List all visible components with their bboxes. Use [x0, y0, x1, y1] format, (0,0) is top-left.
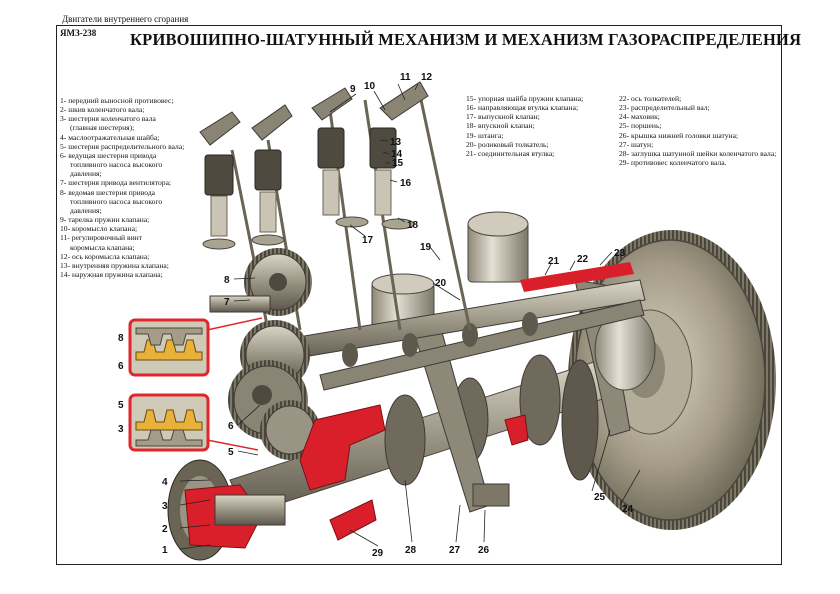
legend-entry: 24- маховик; [619, 112, 660, 122]
callout-16: 16 [400, 178, 412, 189]
valve-train [199, 81, 429, 250]
callout-17: 17 [362, 235, 374, 246]
legend-entry: 20- роликовый толкатель; [466, 139, 549, 149]
callout-10: 10 [364, 81, 376, 92]
callout-19: 19 [420, 242, 432, 253]
legend-entry: топливного насоса высокого [70, 160, 163, 170]
legend-entry: 25- поршень; [619, 121, 662, 131]
legend-left: 1- передний выносной противовес;2- шкив … [60, 96, 184, 279]
legend-entry: 1- передний выносной противовес; [60, 96, 174, 105]
legend-entry: 12- ось коромысла клапана; [60, 251, 150, 261]
legend-entry: 7- шестерня привода вентилятора; [60, 178, 172, 188]
top-caption: Двигатели внутреннего сгорания [62, 14, 189, 24]
callout-5: 5 [228, 447, 234, 458]
legend-entry: 5- шестерня распределительного вала; [60, 141, 185, 151]
legend-entry: 17- выпускной клапан; [466, 112, 540, 122]
poster-frame [56, 25, 782, 565]
crank-cutaway [299, 404, 529, 541]
engine-model: ЯМЗ-238 [60, 28, 97, 38]
legend-entry: 27- шатун; [619, 139, 654, 149]
legend-entry: 22- ось толкателей; [619, 94, 682, 103]
callout-21: 21 [548, 256, 560, 267]
gear-mesh-inset-upper [128, 317, 263, 377]
legend-entry: 26- крышка нижней головки шатуна; [619, 130, 739, 140]
callout-12: 12 [421, 72, 433, 83]
legend-entry: 23- распределительный вал; [619, 103, 710, 113]
callout-26: 26 [478, 545, 490, 556]
legend-entry: 21- соединительная втулка; [466, 148, 555, 158]
callout-18: 18 [407, 220, 419, 231]
inset-callout-8: 8 [118, 333, 124, 344]
legend-entry: 8- ведомая шестерня привода [60, 187, 156, 197]
callout-6: 6 [228, 421, 234, 432]
callout-11: 11 [400, 72, 411, 83]
legend-entry: 16- направляющая втулка клапана; [466, 103, 579, 113]
callout-numbers: 1 2 3 4 5 6 7 8 9 10 11 12 13 14 15 16 1… [118, 72, 634, 559]
legend-entry: давления; [70, 169, 102, 179]
legend-entry: 2- шкив коленчатого вала; [60, 105, 145, 115]
legend-entry: 10- коромысло клапана; [60, 224, 138, 234]
callout-24: 24 [622, 504, 634, 515]
legend-entry: (главная шестерня); [70, 123, 135, 133]
callout-27: 27 [449, 545, 461, 556]
legend-entry: давления; [70, 205, 102, 215]
legend-entry: 13- внутренняя пружина клапана; [60, 260, 169, 270]
callout-8: 8 [224, 275, 230, 286]
callout-20: 20 [435, 278, 447, 289]
timing-gears [209, 248, 320, 460]
legend-entry: топливного насоса высокого [70, 196, 163, 206]
callout-23: 23 [614, 248, 626, 259]
callout-13: 13 [390, 137, 402, 148]
callout-1: 1 [162, 545, 168, 556]
callout-28: 28 [405, 545, 417, 556]
legend-entry: 6- ведущая шестерня привода [60, 150, 157, 160]
callout-22: 22 [577, 254, 589, 265]
legend-right: 22- ось толкателей;23- распределительный… [619, 94, 776, 167]
legend-entry: 15- упорная шайба пружин клапана; [466, 94, 584, 103]
poster-title: КРИВОШИПНО-ШАТУННЫЙ МЕХАНИЗМ И МЕХАНИЗМ … [130, 30, 802, 49]
legend-middle: 15- упорная шайба пружин клапана;16- нап… [466, 94, 583, 158]
callout-7: 7 [224, 297, 230, 308]
gear-mesh-inset-lower [128, 393, 259, 452]
callout-3: 3 [162, 501, 168, 512]
legend-entry: 4- маслоотражательная шайба; [60, 132, 160, 142]
callout-29: 29 [372, 548, 384, 559]
legend-entry: 18- впускной клапан; [466, 121, 535, 131]
inset-callout-5: 5 [118, 400, 124, 411]
legend-entry: 9- тарелка пружин клапана; [60, 215, 150, 225]
inset-callout-3: 3 [118, 424, 124, 435]
legend-entry: 14- наружная пружина клапана; [60, 269, 163, 279]
inset-callout-6: 6 [118, 361, 124, 372]
callout-14: 14 [391, 149, 403, 160]
legend-entry: 11- регулировочный винт [60, 233, 143, 243]
callout-4: 4 [162, 477, 168, 488]
callout-25: 25 [594, 492, 606, 503]
camshaft [249, 262, 646, 391]
callout-9: 9 [350, 84, 356, 95]
leader-lines [179, 83, 641, 550]
legend-entry: 29- противовес коленчатого вала. [619, 158, 727, 168]
legend-entry: 19- штанга; [466, 130, 504, 140]
legend-entry: 3- шестерня коленчатого вала [60, 114, 156, 124]
legend-entry: коромысла клапана; [70, 242, 135, 252]
callout-2: 2 [162, 524, 168, 535]
callout-15: 15 [392, 158, 404, 169]
legend-entry: 28- заглушка шатунной шейки коленчатого … [619, 148, 777, 158]
